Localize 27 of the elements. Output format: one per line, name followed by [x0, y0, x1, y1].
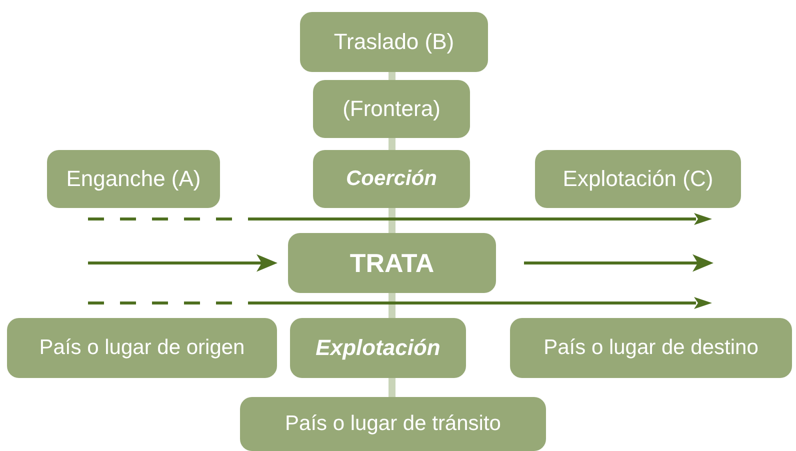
arrow	[88, 254, 278, 272]
process-box	[313, 150, 470, 208]
box-label: País o lugar de tránsito	[285, 412, 501, 436]
process-box	[313, 80, 470, 138]
connector-line	[388, 72, 396, 80]
process-box	[300, 12, 488, 72]
process-box	[47, 150, 220, 208]
process-box	[290, 318, 466, 378]
process-box	[535, 150, 741, 208]
box-label: TRATA	[350, 248, 434, 278]
connector-line	[388, 378, 396, 397]
process-box	[288, 233, 496, 293]
box-label: Explotación (C)	[562, 166, 714, 192]
process-box	[240, 397, 546, 451]
box-label: Coerción	[346, 167, 437, 191]
arrow	[524, 254, 714, 272]
connector-line	[388, 208, 396, 233]
connector-line	[388, 293, 396, 318]
process-box	[510, 318, 792, 378]
box-label: País o lugar de destino	[544, 336, 758, 360]
box-label: Enganche (A)	[66, 166, 201, 192]
process-box	[7, 318, 277, 378]
box-label: Explotación	[316, 335, 440, 361]
box-label: Traslado (B)	[334, 29, 454, 55]
box-label: (Frontera)	[342, 96, 440, 122]
box-label: País o lugar de origen	[39, 336, 245, 360]
connector-line	[388, 138, 396, 150]
